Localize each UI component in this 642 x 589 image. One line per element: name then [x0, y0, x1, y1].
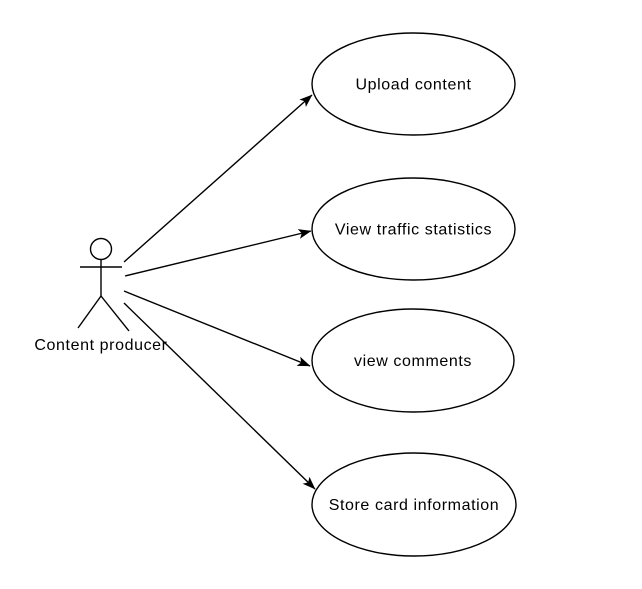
use-case-ellipse: [311, 452, 517, 557]
association-arrow-view-comments: [123, 290, 311, 367]
use-case-label: Store card information: [329, 497, 500, 514]
association-arrows: [123, 94, 316, 490]
actor-leg-right: [100, 295, 130, 332]
use-case-label: Upload content: [355, 77, 471, 94]
actor-content-producer: Content producer: [34, 237, 167, 354]
actor-head: [89, 237, 113, 261]
use-case-view-comments: view comments: [311, 308, 515, 413]
use-case-store-card-information: Store card information: [311, 452, 517, 557]
association-arrow-upload-content: [123, 94, 313, 263]
actor-leg-left: [77, 295, 102, 329]
use-case-upload-content: Upload content: [311, 32, 516, 136]
use-case-label: view comments: [354, 353, 472, 370]
association-arrow-store-card-information: [123, 302, 316, 490]
association-arrow-view-traffic-statistics: [124, 229, 312, 277]
use-case-ellipse: [311, 177, 516, 281]
actor-label: Content producer: [34, 337, 167, 354]
use-case-label: View traffic statistics: [335, 222, 492, 239]
use-case-view-traffic-statistics: View traffic statistics: [311, 177, 516, 281]
use-case-ellipse: [311, 308, 515, 413]
use-case-ellipse: [311, 32, 516, 136]
